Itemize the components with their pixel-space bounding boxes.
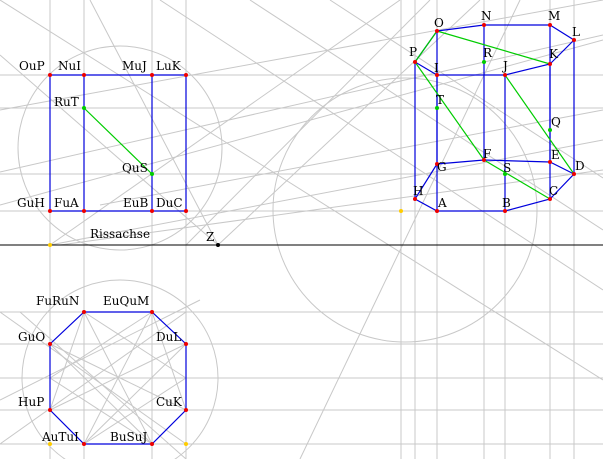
point-o (435, 29, 439, 33)
point-fua (82, 209, 86, 213)
side-view-edges (49, 74, 187, 212)
label-dul: DuL (156, 330, 181, 344)
point-euqum (150, 310, 154, 314)
center-label: Z (206, 230, 214, 244)
side-view-diagonal (83, 107, 153, 175)
axis-point-bottom-right (184, 442, 188, 446)
point-nui (82, 73, 86, 77)
label-c: C (549, 184, 558, 198)
label-o: O (434, 16, 444, 30)
perspective-diagonals (414, 30, 575, 200)
point-duc (184, 209, 188, 213)
label-nui: NuI (58, 59, 81, 73)
label-j: J (501, 59, 508, 73)
point-c (548, 197, 552, 201)
point-cuk (184, 408, 188, 412)
point-f (482, 158, 486, 162)
point-autui (82, 442, 86, 446)
label-cuk: CuK (156, 395, 183, 409)
point-p (413, 60, 417, 64)
point-a (435, 209, 439, 213)
point-muj (150, 73, 154, 77)
axis-point-right (399, 209, 403, 213)
plan-view: FuRuN EuQuM GuO DuL HuP CuK AuTuI BuSuJ (18, 294, 188, 446)
point-oup (48, 73, 52, 77)
label-b: B (502, 196, 511, 210)
point-i (435, 73, 439, 77)
point-t (435, 106, 439, 110)
point-busuj (150, 442, 154, 446)
side-view-diagonal-points (82, 106, 154, 176)
point-m (548, 23, 552, 27)
label-euqum: EuQuM (103, 294, 149, 308)
label-e: E (551, 148, 560, 162)
point-h (413, 197, 417, 201)
label-oup: OuP (19, 59, 45, 73)
label-eub: EuB (123, 196, 148, 210)
point-l (572, 38, 576, 42)
label-muj: MuJ (122, 59, 147, 73)
point-luk (184, 73, 188, 77)
label-luk: LuK (156, 59, 182, 73)
point-n (482, 23, 486, 27)
point-guo (48, 342, 52, 346)
point-qus (150, 172, 154, 176)
axis-point-left (48, 243, 52, 247)
point-d (572, 172, 576, 176)
point-r (482, 60, 486, 64)
label-g: G (437, 160, 447, 174)
label-n: N (481, 9, 492, 23)
label-hup: HuP (18, 395, 44, 409)
point-k (548, 62, 552, 66)
side-view: OuP NuI MuJ LuK RuT QuS GuH FuA EuB DuC (17, 59, 188, 213)
label-q: Q (551, 115, 561, 129)
label-s: S (503, 161, 511, 175)
point-dul (184, 342, 188, 346)
label-d: D (575, 159, 585, 173)
point-gul (48, 209, 52, 213)
plan-view-points (48, 310, 188, 446)
label-k: K (549, 47, 559, 61)
label-h: H (413, 184, 423, 198)
label-autui: AuTuI (41, 430, 79, 444)
label-guo: GuO (18, 330, 45, 344)
label-a: A (437, 196, 447, 210)
label-f: F (483, 147, 491, 161)
label-qus: QuS (122, 161, 148, 175)
perspective-points (413, 23, 576, 213)
perspective-diagonal-points (435, 60, 552, 176)
label-rut: RuT (54, 95, 79, 109)
point-g (435, 162, 439, 166)
label-busuj: BuSuJ (110, 430, 147, 444)
label-i: I (434, 61, 439, 75)
point-eub (150, 209, 154, 213)
point-furun (82, 310, 86, 314)
axis-point-bottom-left (48, 442, 52, 446)
center-point-z (216, 243, 220, 247)
label-m: M (548, 9, 560, 23)
label-t: T (436, 93, 444, 107)
label-duc: DuC (156, 196, 183, 210)
label-l: L (572, 25, 580, 39)
axis-label: Rissachse (90, 227, 150, 241)
point-e (548, 160, 552, 164)
label-r: R (483, 46, 493, 60)
point-hup (48, 408, 52, 412)
label-fua: FuA (54, 196, 79, 210)
label-p: P (409, 45, 417, 59)
label-guh: GuH (17, 196, 45, 210)
point-q (548, 128, 552, 132)
point-rut (82, 106, 86, 110)
side-view-points (48, 73, 188, 213)
label-furun: FuRuN (36, 294, 79, 308)
perspective-view: O N M L P I R J K T Q G F S E D H A B C (399, 9, 585, 213)
point-s (503, 172, 507, 176)
point-j (503, 73, 507, 77)
point-b (503, 209, 507, 213)
